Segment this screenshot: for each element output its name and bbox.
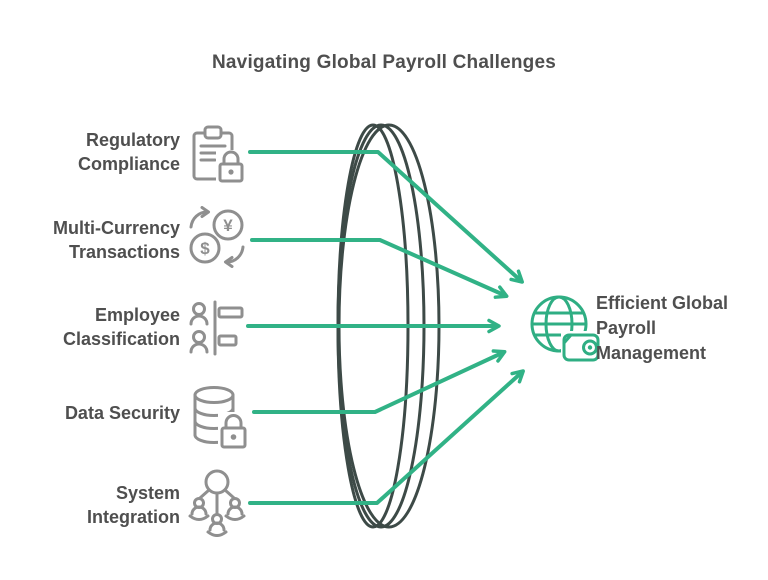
people-network-icon bbox=[188, 469, 246, 537]
label-line: Multi-Currency bbox=[52, 218, 180, 238]
label-line: Compliance bbox=[77, 154, 180, 174]
label-data-security: Data Security bbox=[65, 401, 180, 425]
arrow-system-integration bbox=[248, 369, 525, 505]
label-line: Management bbox=[596, 343, 707, 363]
yen-symbol: ¥ bbox=[223, 216, 233, 235]
label-line: System bbox=[115, 483, 180, 503]
label-line: Regulatory bbox=[85, 130, 180, 150]
label-line: Payroll bbox=[596, 318, 657, 338]
dollar-symbol: $ bbox=[200, 239, 210, 258]
clipboard-lock-icon bbox=[192, 125, 244, 183]
label-efficient-global-payroll-management: Efficient Global Payroll Management bbox=[596, 291, 728, 366]
globe-wallet-icon bbox=[530, 295, 602, 365]
label-employee-classification: Employee Classification bbox=[63, 303, 180, 351]
label-line: Employee bbox=[94, 305, 180, 325]
label-line: Data Security bbox=[64, 403, 180, 423]
label-multi-currency-transactions: Multi-Currency Transactions bbox=[53, 216, 180, 264]
arrow-data-security bbox=[252, 349, 507, 414]
arrow-multi-currency bbox=[250, 238, 509, 299]
label-line: Transactions bbox=[68, 242, 180, 262]
label-regulatory-compliance: Regulatory Compliance bbox=[78, 128, 180, 176]
flow-arrows bbox=[246, 150, 525, 505]
label-line: Classification bbox=[62, 329, 180, 349]
arrow-regulatory-compliance bbox=[248, 150, 524, 284]
label-line: Integration bbox=[87, 507, 180, 527]
employee-classification-icon bbox=[189, 300, 244, 356]
label-line: Efficient Global bbox=[596, 293, 729, 313]
database-lock-icon bbox=[193, 386, 248, 449]
label-system-integration: System Integration bbox=[87, 481, 180, 529]
page-title: Navigating Global Payroll Challenges bbox=[211, 52, 556, 73]
currency-exchange-icon: ¥ $ bbox=[189, 206, 245, 268]
